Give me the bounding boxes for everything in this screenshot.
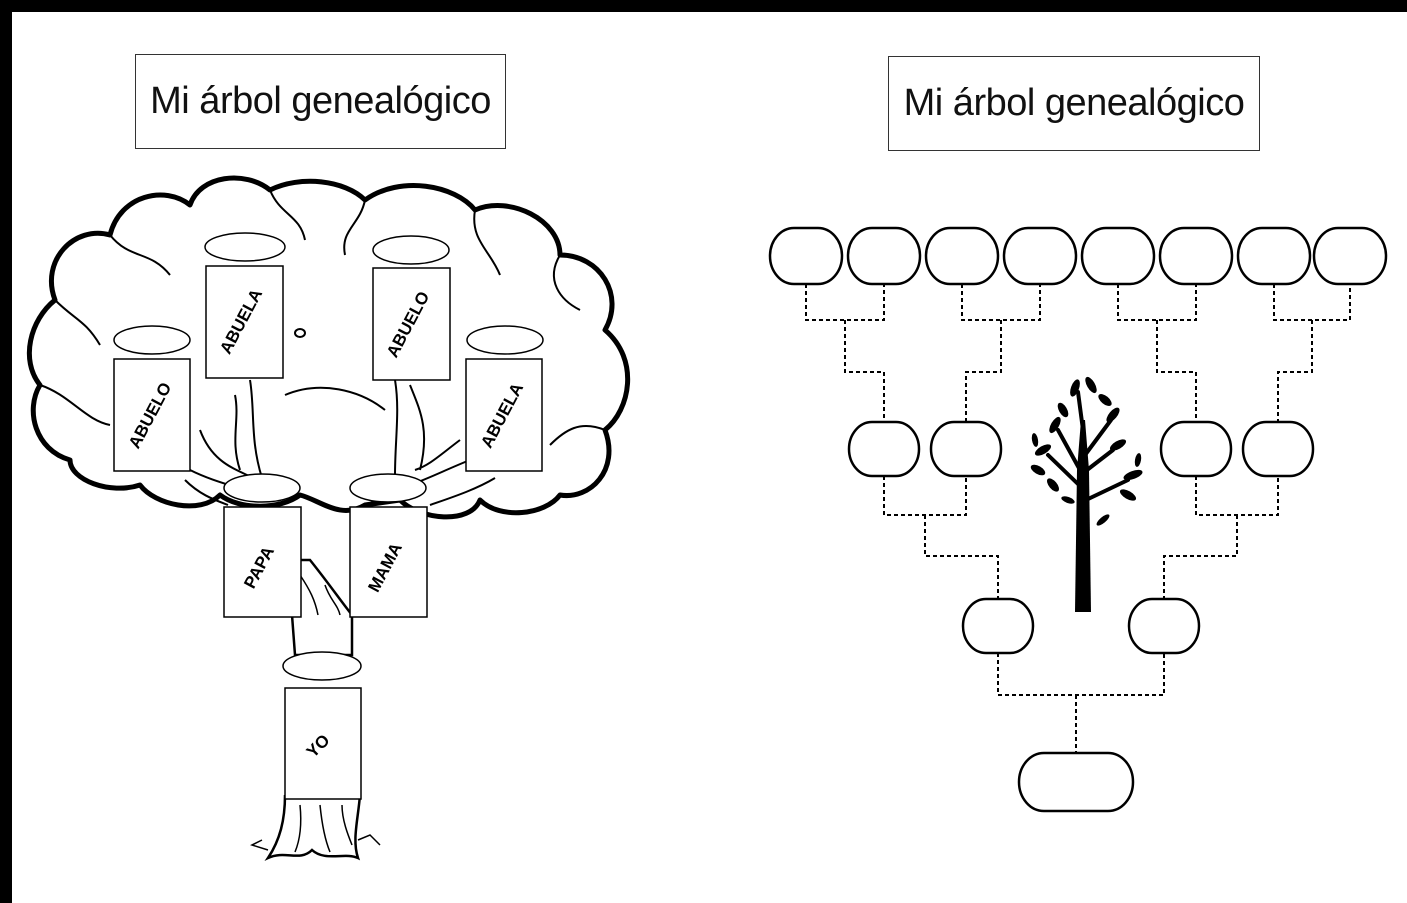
connector-line [965,320,1002,422]
card-abuelo-top: ABUELO [372,235,451,381]
card-mama: MAMA [349,473,428,618]
great-grandparent-box [846,226,922,286]
connector-line [805,284,885,321]
card-abuela-right: ABUELA [465,325,544,472]
connector-line [883,476,967,516]
great-grandparent-box [1158,226,1234,286]
left-tree-illustration: ABUELA ABUELO ABUELO ABUELA PAPA [26,175,630,862]
family-tree-drawings: ABUELA ABUELO ABUELO ABUELA PAPA [26,175,1388,862]
right-title-box: Mi árbol genealógico [888,56,1260,151]
connector-line [1277,320,1313,422]
small-tree-icon [1030,376,1143,612]
grandparent-box [929,420,1003,478]
great-grandparent-box [1002,226,1078,286]
self-box [1017,751,1135,813]
grandparent-box [1159,420,1233,478]
parent-box [961,597,1035,655]
great-grandparent-box [1236,226,1312,286]
connector-line [1195,476,1279,516]
pedigree-chart [768,226,1388,813]
connector-line [1273,284,1351,321]
great-grandparent-box [1080,226,1156,286]
grandparent-box [847,420,921,478]
parent-box [1127,597,1201,655]
connector-line [1117,284,1197,321]
card-yo: YO [282,651,362,800]
card-abuelo-left: ABUELO [113,325,191,472]
connector-line [1163,515,1238,599]
connector-line [961,284,1041,321]
left-title-box: Mi árbol genealógico [135,54,506,149]
grandparent-box [1241,420,1315,478]
great-grandparent-box [1312,226,1388,286]
connector-line [844,320,885,422]
card-abuela-top: ABUELA [204,232,286,379]
great-grandparent-box [924,226,1000,286]
connector-line [997,653,1165,696]
connector-line [1156,320,1197,422]
card-papa: PAPA [223,473,302,618]
great-grandparent-box [768,226,844,286]
connector-line [924,515,999,599]
